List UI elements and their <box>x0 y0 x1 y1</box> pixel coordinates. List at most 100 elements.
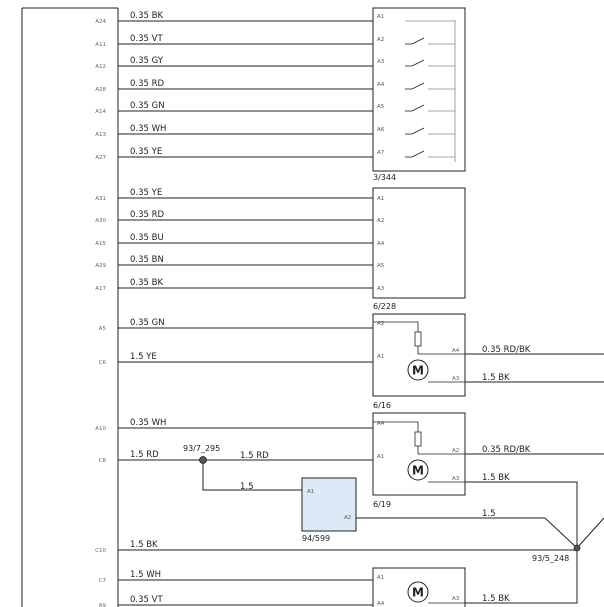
module-pin-label: C10 <box>95 548 106 554</box>
splice-dot <box>573 544 581 552</box>
switch-contact <box>411 59 425 67</box>
wire-row: C8 1.5 RD <box>99 450 373 464</box>
wire-label: 0.35 YE <box>130 147 162 157</box>
wire-row: A12 0.35 GY <box>95 56 373 70</box>
wire-row: A9 0.35 VT <box>99 595 373 607</box>
pin-label: A1 <box>307 489 314 495</box>
pin-label: A1 <box>377 14 384 20</box>
wire-label: 0.35 RD/BK <box>482 445 531 455</box>
internal-line <box>417 346 465 355</box>
module-pin-label: A5 <box>99 326 107 332</box>
wire-label: 0.35 GY <box>130 56 164 66</box>
module-pin-label: A13 <box>95 132 106 138</box>
component-94-599-label: 94/599 <box>302 534 330 543</box>
wire-row: A30 0.35 RD <box>95 210 373 224</box>
module-pin-label: A31 <box>95 196 106 202</box>
switch-contact <box>411 150 425 158</box>
pin-label: A4 <box>377 241 385 247</box>
wire-row: A17 0.35 BK <box>95 278 373 292</box>
internal-line <box>373 321 419 332</box>
wire-label: 1.5 BK <box>482 473 510 483</box>
internal-line <box>417 446 465 455</box>
pin-label: A2 <box>377 321 384 327</box>
splice-label: 93/5_248 <box>532 554 569 563</box>
wire-label: 1.5 RD <box>130 450 159 460</box>
wire-row: A31 0.35 YE <box>95 188 373 202</box>
wire-94-599-a2 <box>356 517 578 549</box>
wire-label: 0.35 BK <box>130 278 163 288</box>
switch-contact <box>411 37 425 45</box>
component-6-16-label: 6/16 <box>373 401 391 410</box>
module-pin-label: C7 <box>99 578 107 584</box>
wire-label: 0.35 BN <box>130 255 164 265</box>
motor-symbol <box>407 359 429 381</box>
module-pin-label: A9 <box>99 603 107 607</box>
component-bottom-motor: A1 A4 A3 M <box>372 567 466 607</box>
motor-label: M <box>412 364 424 378</box>
module-pin-label: A30 <box>95 218 106 224</box>
module-pin-label: A17 <box>95 286 106 292</box>
pin-label: A2 <box>377 218 384 224</box>
pin-label: A5 <box>377 104 385 110</box>
wire-label: 0.35 BK <box>130 11 163 21</box>
component-6-16-box <box>372 313 466 397</box>
wire-label: 0.35 VT <box>130 595 163 605</box>
module-pin-label: A10 <box>95 426 106 432</box>
wire-label: 1.5 YE <box>130 352 157 362</box>
pin-label: A1 <box>377 354 384 360</box>
internal-line <box>373 421 419 432</box>
module-pin-label: A28 <box>95 87 106 93</box>
component-3-344-box <box>372 7 466 172</box>
module-pin-label: C6 <box>99 360 107 366</box>
pin-label: A1 <box>377 196 384 202</box>
pin-label: A3 <box>452 596 460 602</box>
module-pin-label: A12 <box>95 64 106 70</box>
splice-93-7-295: 1.5 1.5 RD 93/7_295 <box>183 444 302 492</box>
pin-label: A6 <box>377 127 385 133</box>
wire-label: 0.35 RD <box>130 210 165 220</box>
pin-label: A4 <box>377 421 385 427</box>
wire-label: 1.5 BK <box>482 594 510 604</box>
motor-symbol <box>407 459 429 481</box>
pin-label: A2 <box>452 448 459 454</box>
wire-label: 0.35 BU <box>130 233 164 243</box>
wire-label: 0.35 RD <box>130 79 165 89</box>
component-3-344-label: 3/344 <box>373 173 396 182</box>
wire-label: 0.35 GN <box>130 101 165 111</box>
wire-label: 0.35 VT <box>130 34 163 44</box>
module-pin-label: A15 <box>95 241 106 247</box>
wire-label: 0.35 GN <box>130 318 165 328</box>
pin-label: A4 <box>452 348 460 354</box>
wire-row: C71.5 WH <box>99 570 373 584</box>
pin-label: A3 <box>452 376 460 382</box>
motor-symbol <box>407 581 429 603</box>
wire-label: 0.35 WH <box>130 124 166 134</box>
module-pin-label: C8 <box>99 458 107 464</box>
switch-contact <box>411 127 425 135</box>
pin-label: A1 <box>377 454 384 460</box>
component-6-19: A4 A1 A2 A3 M 6/19 <box>372 412 466 509</box>
wire-splice-branch <box>202 460 302 491</box>
splice-label: 93/7_295 <box>183 444 220 453</box>
splice-dot <box>199 456 207 464</box>
component-6-228-box <box>372 187 466 299</box>
pin-label: A4 <box>377 82 385 88</box>
module-pin-label: A24 <box>95 19 106 25</box>
wire-row: C6 1.5 YE <box>99 352 373 366</box>
wire-6-19-a3 <box>465 481 578 548</box>
component-94-599-box <box>301 477 357 532</box>
component-6-16: A2 A1 A4 A3 M 6/16 <box>372 313 466 410</box>
wire-label: 0.35 YE <box>130 188 162 198</box>
switch-contact <box>411 82 425 90</box>
wire-label: 0.35 RD/BK <box>482 345 531 355</box>
wire-row: A24 0.35 BK <box>95 11 373 25</box>
pin-label: A3 <box>377 59 385 65</box>
component-94-599: A1 A2 94/599 <box>301 477 357 543</box>
wire-row: A28 0.35 RD <box>95 79 373 93</box>
